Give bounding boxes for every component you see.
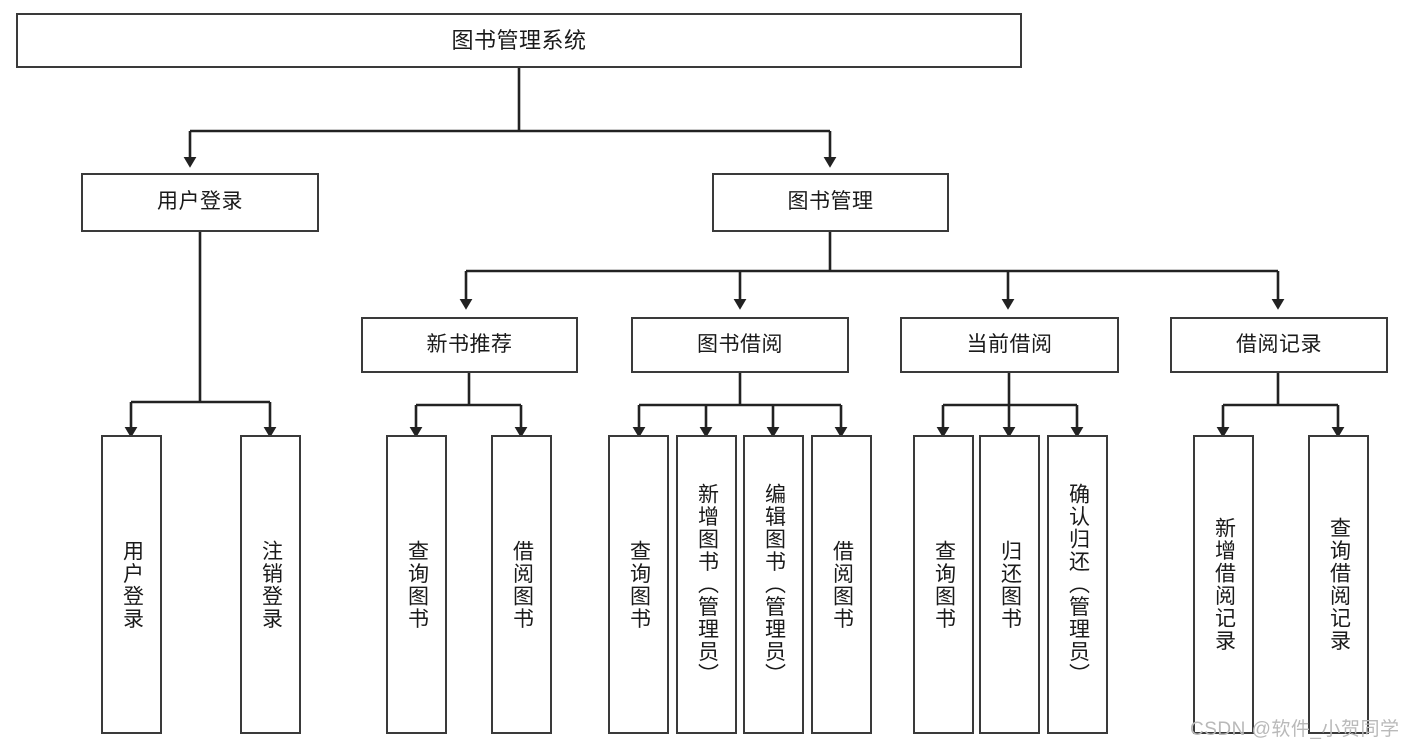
node-leaf-query-book-1-label: 查询图书 xyxy=(405,539,429,630)
node-leaf-confirm-return-label: 确认归还（管理员） xyxy=(1066,483,1090,686)
node-leaf-add-book-label: 新增图书（管理员） xyxy=(695,483,719,686)
node-leaf-query-book-3-label: 查询图书 xyxy=(932,539,956,630)
node-borrow-record[interactable]: 借阅记录 xyxy=(1170,317,1388,373)
node-leaf-query-record[interactable]: 查询借阅记录 xyxy=(1308,435,1369,734)
node-leaf-user-logout[interactable]: 注销登录 xyxy=(240,435,301,734)
node-current-borrow[interactable]: 当前借阅 xyxy=(900,317,1119,373)
node-new-book-recommend[interactable]: 新书推荐 xyxy=(361,317,578,373)
node-leaf-add-record-label: 新增借阅记录 xyxy=(1212,517,1236,652)
node-leaf-edit-book-label: 编辑图书（管理员） xyxy=(762,483,786,686)
node-leaf-user-login[interactable]: 用户登录 xyxy=(101,435,162,734)
node-leaf-confirm-return[interactable]: 确认归还（管理员） xyxy=(1047,435,1108,734)
node-leaf-user-logout-label: 注销登录 xyxy=(259,539,283,630)
node-leaf-edit-book[interactable]: 编辑图书（管理员） xyxy=(743,435,804,734)
node-leaf-user-login-label: 用户登录 xyxy=(120,539,144,630)
node-user-login[interactable]: 用户登录 xyxy=(81,173,319,232)
node-book-manage-label: 图书管理 xyxy=(787,190,874,214)
csdn-watermark: CSDN @软件_小贺同学 xyxy=(1190,719,1400,740)
node-leaf-query-record-label: 查询借阅记录 xyxy=(1327,517,1351,652)
node-leaf-query-book-2[interactable]: 查询图书 xyxy=(608,435,669,734)
node-leaf-add-book[interactable]: 新增图书（管理员） xyxy=(676,435,737,734)
node-leaf-query-book-3[interactable]: 查询图书 xyxy=(913,435,974,734)
node-book-manage[interactable]: 图书管理 xyxy=(712,173,949,232)
node-leaf-borrow-book-2-label: 借阅图书 xyxy=(830,539,854,630)
node-leaf-return-book[interactable]: 归还图书 xyxy=(979,435,1040,734)
node-current-borrow-label: 当前借阅 xyxy=(966,332,1053,356)
node-user-login-label: 用户登录 xyxy=(157,190,243,214)
node-root[interactable]: 图书管理系统 xyxy=(16,13,1022,68)
node-leaf-query-book-1[interactable]: 查询图书 xyxy=(386,435,447,734)
node-book-borrow-label: 图书借阅 xyxy=(697,332,783,356)
node-leaf-borrow-book-1[interactable]: 借阅图书 xyxy=(491,435,552,734)
node-new-book-recommend-label: 新书推荐 xyxy=(426,332,513,356)
node-leaf-borrow-book-1-label: 借阅图书 xyxy=(510,539,534,630)
node-leaf-return-book-label: 归还图书 xyxy=(998,539,1022,630)
node-borrow-record-label: 借阅记录 xyxy=(1236,332,1322,356)
node-leaf-borrow-book-2[interactable]: 借阅图书 xyxy=(811,435,872,734)
node-leaf-query-book-2-label: 查询图书 xyxy=(627,539,651,630)
node-leaf-add-record[interactable]: 新增借阅记录 xyxy=(1193,435,1254,734)
node-book-borrow[interactable]: 图书借阅 xyxy=(631,317,849,373)
node-root-label: 图书管理系统 xyxy=(451,27,587,53)
